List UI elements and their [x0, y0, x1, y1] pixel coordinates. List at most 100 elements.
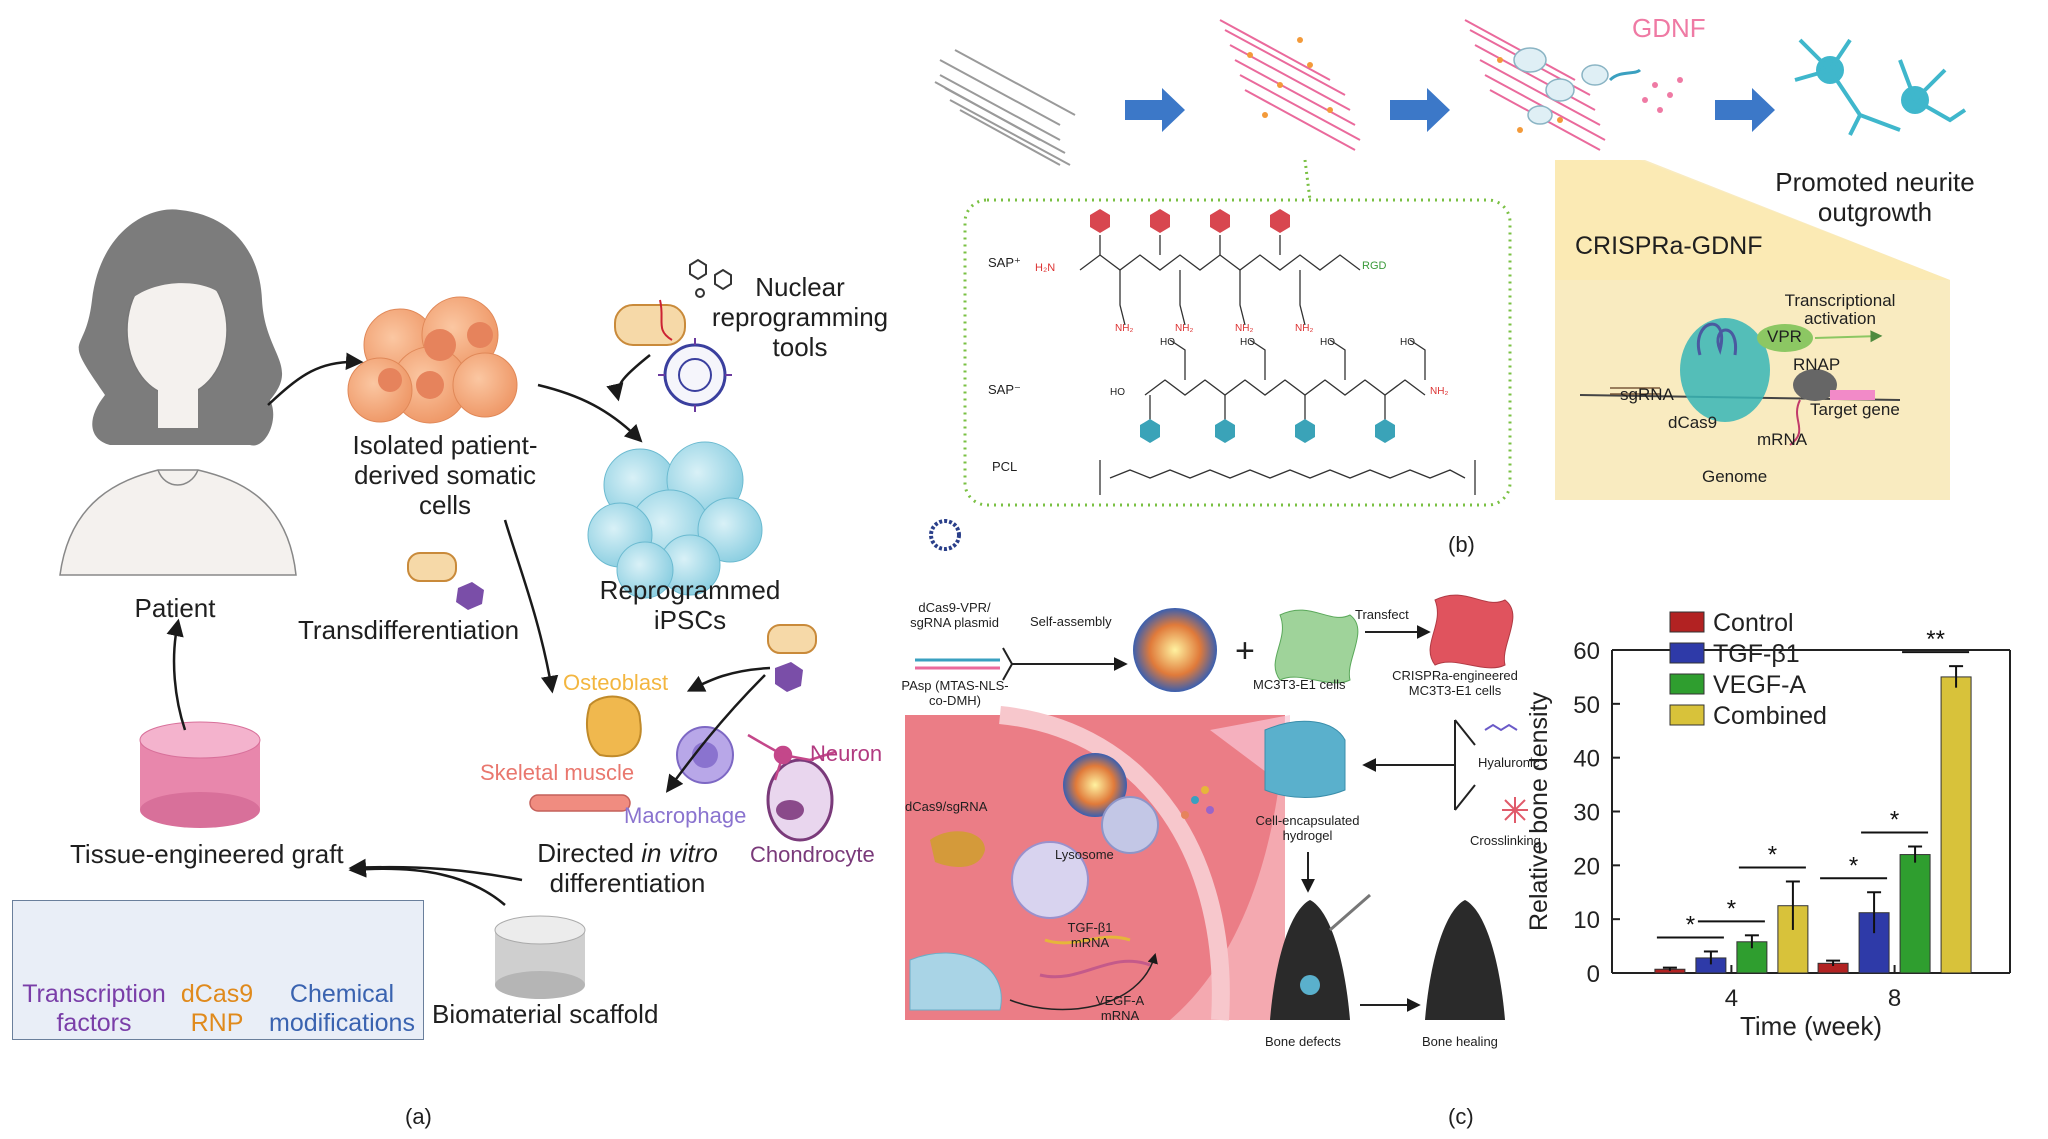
nh2-label-5: NH₂ — [1430, 386, 1449, 397]
bone-defects-label: Bone defects — [1265, 1034, 1341, 1049]
nh2-label-3: NH₂ — [1235, 323, 1254, 334]
nh2-label-2: NH₂ — [1175, 323, 1194, 334]
x-tick-label: 4 — [1725, 985, 1738, 1012]
legend-label: Combined — [1713, 702, 1827, 730]
somatic-label: Isolated patient- derived somatic cells — [330, 430, 560, 520]
rgd-label: RGD — [1362, 260, 1387, 272]
legend-tf-1: Transcription — [22, 980, 166, 1008]
patient-illustration — [59, 209, 297, 576]
y-axis-title: Relative bone density — [1525, 691, 1553, 931]
y-tick-label: 0 — [1587, 961, 1600, 988]
pasp-label: PAsp (MTAS-NLS- co-DMH) — [895, 678, 1015, 708]
significance-label: * — [1768, 841, 1777, 868]
mc3t3-label: MC3T3-E1 cells — [1253, 677, 1346, 692]
tgf-mrna-label: TGF-β1 mRNA — [1055, 920, 1125, 950]
macrophage-label: Macrophage — [624, 803, 747, 828]
engineered-line-2: MC3T3-E1 cells — [1408, 683, 1502, 698]
caption-c: (c) — [1448, 1104, 1474, 1129]
vegf-mrna-2: mRNA — [1100, 1008, 1140, 1023]
mc3t3-cells-shape — [1274, 609, 1359, 684]
rnap-shape — [1793, 369, 1837, 401]
pasp-line-1: PAsp (MTAS-NLS- — [901, 678, 1009, 693]
crispra-title: CRISPRa-GDNF — [1575, 232, 1763, 260]
ho-label-5: HO — [1400, 337, 1415, 348]
transdiff-label: Transdifferentiation — [298, 615, 520, 645]
lysosome-label: Lysosome — [1055, 847, 1114, 862]
panel-a-legend-box — [12, 900, 424, 1040]
caption-a: (a) — [405, 1104, 432, 1129]
directed-pre: Directed — [537, 838, 642, 868]
svg-text:+: + — [1235, 632, 1255, 670]
neurite-line-1: Promoted neurite — [1775, 167, 1975, 197]
fiber-dots — [1247, 37, 1563, 133]
target-gene-shape — [1830, 390, 1875, 400]
hyaluronic-label: Hyaluronic — [1478, 755, 1540, 770]
nuclear-line-1: Nuclear — [755, 272, 845, 302]
significance-label: * — [1686, 911, 1695, 938]
legend-tf-2: factors — [56, 1009, 132, 1037]
bar — [1940, 676, 1972, 974]
nuclear-line-2: reprogramming — [711, 302, 889, 332]
sgrna-strand — [1610, 387, 1660, 395]
dcas9-label: dCas9 — [1668, 413, 1718, 432]
neurons — [1794, 38, 1967, 136]
sap-plus-label: SAP⁺ — [988, 255, 1021, 270]
significance-label: ** — [1926, 626, 1945, 653]
y-tick-label: 60 — [1573, 638, 1600, 665]
dcas9-shape — [1680, 318, 1770, 422]
hydrogel-line-1: Cell-encapsulated — [1255, 813, 1360, 828]
directed-em: in vitro — [641, 838, 718, 868]
bone-healing-label: Bone healing — [1422, 1034, 1498, 1049]
tgf-mrna-1: TGF-β1 — [1067, 920, 1113, 935]
hydrogel-construction — [1264, 719, 1528, 893]
legend-swatch — [1669, 642, 1705, 664]
sap-minus-structure — [1144, 339, 1426, 420]
legend-label: VEGF-A — [1713, 671, 1806, 699]
scaffold-label: Biomaterial scaffold — [432, 999, 659, 1029]
legend-chem-2: modifications — [269, 1009, 415, 1037]
somatic-cells-cluster — [347, 296, 518, 424]
engineered-label: CRISPRa-engineered MC3T3-E1 cells — [1385, 668, 1525, 698]
y-tick-label: 30 — [1573, 800, 1600, 827]
legend-rnp-1: dCas9 — [180, 980, 254, 1008]
transfect-label: Transfect — [1355, 607, 1409, 622]
mouse-images — [1270, 893, 1505, 1020]
genome-label: Genome — [1702, 467, 1768, 486]
target-gene-label: Target gene — [1810, 400, 1900, 419]
ipsc-cluster — [587, 441, 763, 599]
legend-rnp: dCas9 RNP — [172, 980, 262, 1038]
hydrogel-label: Cell-encapsulated hydrogel — [1245, 813, 1370, 843]
panel-c-cell-illustration — [905, 706, 1285, 1021]
differentiated-cells — [529, 695, 836, 842]
bar — [1899, 854, 1931, 974]
sgrna-label: sgRNA — [1620, 385, 1674, 404]
engineered-line-1: CRISPRa-engineered — [1392, 668, 1518, 683]
seeded-cells — [1513, 47, 1609, 125]
reprogramming-tools-icons — [614, 258, 732, 412]
y-tick-label: 10 — [1573, 907, 1600, 934]
plasmid-line-2: sgRNA plasmid — [910, 615, 999, 630]
ipsc-line-1: Reprogrammed — [599, 575, 781, 605]
graft-scaffold-illustrations — [139, 721, 586, 999]
ipsc-label: Reprogrammed iPSCs — [585, 575, 795, 635]
legend-tf: Transcription factors — [14, 980, 174, 1038]
x-tick-label: 8 — [1888, 985, 1901, 1012]
h2n-label: H₂N — [1035, 262, 1056, 274]
somatic-line-1: Isolated patient- — [352, 430, 538, 460]
polyplex-nanoparticle — [1133, 608, 1217, 692]
neurite-label: Promoted neurite outgrowth — [1760, 167, 1990, 227]
osteoblast-label: Osteoblast — [563, 670, 669, 695]
sap-minus-label: SAP⁻ — [988, 382, 1021, 397]
legend-label: Control — [1713, 609, 1794, 637]
trans-act-2: activation — [1804, 309, 1876, 328]
legend-chem-1: Chemical — [289, 980, 395, 1008]
pcl-structure — [1099, 460, 1476, 495]
sgrna-loop — [1696, 322, 1738, 356]
significance-label: * — [1727, 895, 1736, 922]
sap-plus-structure — [1079, 235, 1361, 326]
ho-label-4: HO — [1320, 337, 1335, 348]
fibers-grey — [934, 49, 1076, 166]
nuclear-tools-label: Nuclear reprogramming tools — [705, 272, 895, 362]
legend-swatch — [1669, 611, 1705, 633]
ho-label-1: HO — [1110, 387, 1125, 398]
